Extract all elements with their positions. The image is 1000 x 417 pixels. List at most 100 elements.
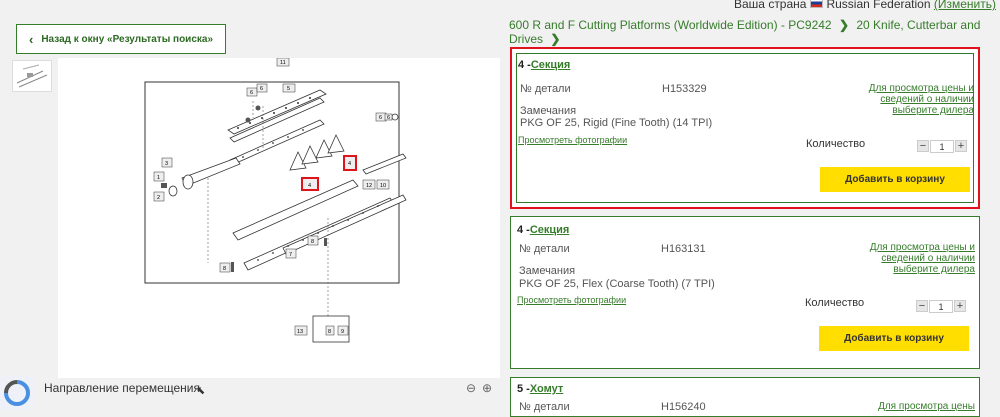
callout-13[interactable]: 13 [294,325,308,336]
knife-back-strip [229,97,325,143]
recaptcha-icon [4,380,30,406]
svg-text:13: 13 [297,329,303,335]
lower-knife-bars [232,179,407,271]
country-name: Russian Federation [826,0,931,11]
russia-flag-icon [810,0,824,8]
callout-labels: 11 5 6 6 6 6 3 1 2 4 4 12 10 8 7 8 13 8 … [153,58,393,336]
remarks-label: Замечания [520,105,577,117]
svg-text:6: 6 [260,86,263,92]
part-name-link[interactable]: Секция [529,224,570,236]
svg-text:7: 7 [289,252,292,258]
view-photos-link[interactable]: Просмотреть фотографии [518,135,628,145]
callout-10[interactable]: 10 [376,179,390,190]
callout-6[interactable]: 6 [375,112,387,122]
country-label: Ваша страна [734,0,807,11]
svg-text:10: 10 [380,183,386,189]
svg-text:4: 4 [308,183,311,189]
diagram-thumbnail[interactable] [12,60,52,92]
parts-diagram-panel[interactable]: 11 5 6 6 6 6 3 1 2 4 4 12 10 8 7 8 13 8 … [58,58,500,378]
callout-3[interactable]: 3 [161,157,173,168]
back-button-label: Назад к окну «Результаты поиска» [41,33,214,45]
svg-text:8: 8 [223,266,226,272]
svg-text:11: 11 [280,60,286,66]
part-title: 4 -Секция [517,224,570,236]
svg-text:5: 5 [287,86,290,92]
part-title: 4 -Секция [518,59,571,71]
breadcrumb-item-platform[interactable]: 600 R and F Cutting Platforms (Worldwide… [509,18,832,32]
breadcrumb-item-knife-cutterbar[interactable]: 20 Knife, Cutterbar and Drives [509,18,981,46]
remarks-value: PKG OF 25, Rigid (Fine Tooth) (14 TPI) [520,117,713,129]
part-name-link[interactable]: Секция [530,59,571,71]
quantity-label: Количество [806,138,866,150]
country-selector: Ваша страна Russian Federation (Изменить) [734,0,996,11]
change-country-link[interactable]: (Изменить) [933,0,996,11]
part-title: 5 -Хомут [517,383,564,395]
decrement-button[interactable]: − [917,140,929,152]
svg-text:12: 12 [366,183,372,189]
part-card-selected: 4 -Секция № детали H153329 Для просмотра… [510,47,980,209]
svg-text:9: 9 [341,329,344,335]
svg-text:6: 6 [250,90,253,96]
part-number-value: H153329 [662,83,707,95]
callout-6[interactable]: 6 [384,113,393,121]
knife-sections [289,134,345,171]
part-number-label: № детали [520,83,571,95]
recaptcha-badge[interactable] [0,376,34,410]
callout-2[interactable]: 2 [153,191,165,202]
right-bolt-strip [362,113,407,175]
callout-4-highlighted[interactable]: 4 [301,177,319,191]
callout-1[interactable]: 1 [153,171,165,182]
zoom-in-icon[interactable]: ⊕ [482,381,493,395]
callout-5[interactable]: 5 [282,83,296,93]
breadcrumb: 600 R and F Cutting Platforms (Worldwide… [509,18,989,46]
select-dealer-link[interactable]: Для просмотра цены и сведений о наличии … [869,242,975,275]
view-photos-link[interactable]: Просмотреть фотографии [517,295,627,305]
callout-11[interactable]: 11 [276,58,290,67]
callout-6[interactable]: 6 [256,83,268,93]
remarks-label: Замечания [519,265,576,277]
callout-8[interactable]: 8 [307,235,319,246]
quantity-input[interactable]: 1 [930,139,954,153]
remarks-value: PKG OF 25, Flex (Coarse Tooth) (7 TPI) [519,278,715,290]
zoom-out-icon[interactable]: ⊖ [466,381,477,395]
callout-4-highlighted[interactable]: 4 [343,155,357,171]
callout-8[interactable]: 8 [219,262,231,273]
quantity-input[interactable]: 1 [929,299,953,313]
back-to-results-button[interactable]: ‹ Назад к окну «Результаты поиска» [16,24,226,54]
cursor-arrow-icon: ⬉ [196,385,206,397]
quantity-stepper: − 1 + [916,299,968,313]
part-card: 5 -Хомут № детали H156240 Для просмотра … [510,377,980,417]
callout-9[interactable]: 9 [337,325,349,336]
part-number-label: № детали [519,243,570,255]
svg-text:3: 3 [165,161,168,167]
thumbnail-drawing [16,64,48,88]
part-number-value: H163131 [661,243,706,255]
select-dealer-link[interactable]: Для просмотра цены и сведений о наличии … [868,83,974,116]
leader-lines [207,101,329,316]
quantity-label: Количество [805,297,865,309]
add-to-cart-button[interactable]: Добавить в корзину [820,167,970,192]
part-number-label: № детали [519,401,570,413]
part-name-link[interactable]: Хомут [529,383,564,395]
callout-6[interactable]: 6 [246,87,258,97]
quantity-stepper: − 1 + [917,139,969,153]
svg-text:2: 2 [157,195,160,201]
part-card: 4 -Секция № детали H163131 Для просмотра… [510,216,980,369]
svg-text:8: 8 [311,239,314,245]
increment-button[interactable]: + [955,140,967,152]
breadcrumb-chevron-icon: ❯ [550,32,561,46]
add-to-cart-button[interactable]: Добавить в корзину [819,326,969,351]
breadcrumb-chevron-icon: ❯ [838,18,849,32]
svg-text:6: 6 [379,115,382,121]
increment-button[interactable]: + [954,300,966,312]
cutterbar-top-strip [227,89,327,135]
callout-12[interactable]: 12 [362,179,376,190]
exploded-parts-diagram: 11 5 6 6 6 6 3 1 2 4 4 12 10 8 7 8 13 8 … [144,58,407,343]
callout-7[interactable]: 7 [285,248,297,259]
direction-label: Направление перемещения [44,381,200,395]
decrement-button[interactable]: − [916,300,928,312]
knife-head [161,157,241,197]
svg-text:6: 6 [387,115,390,121]
callout-8[interactable]: 8 [325,325,335,336]
select-dealer-link[interactable]: Для просмотра цены [878,401,975,412]
